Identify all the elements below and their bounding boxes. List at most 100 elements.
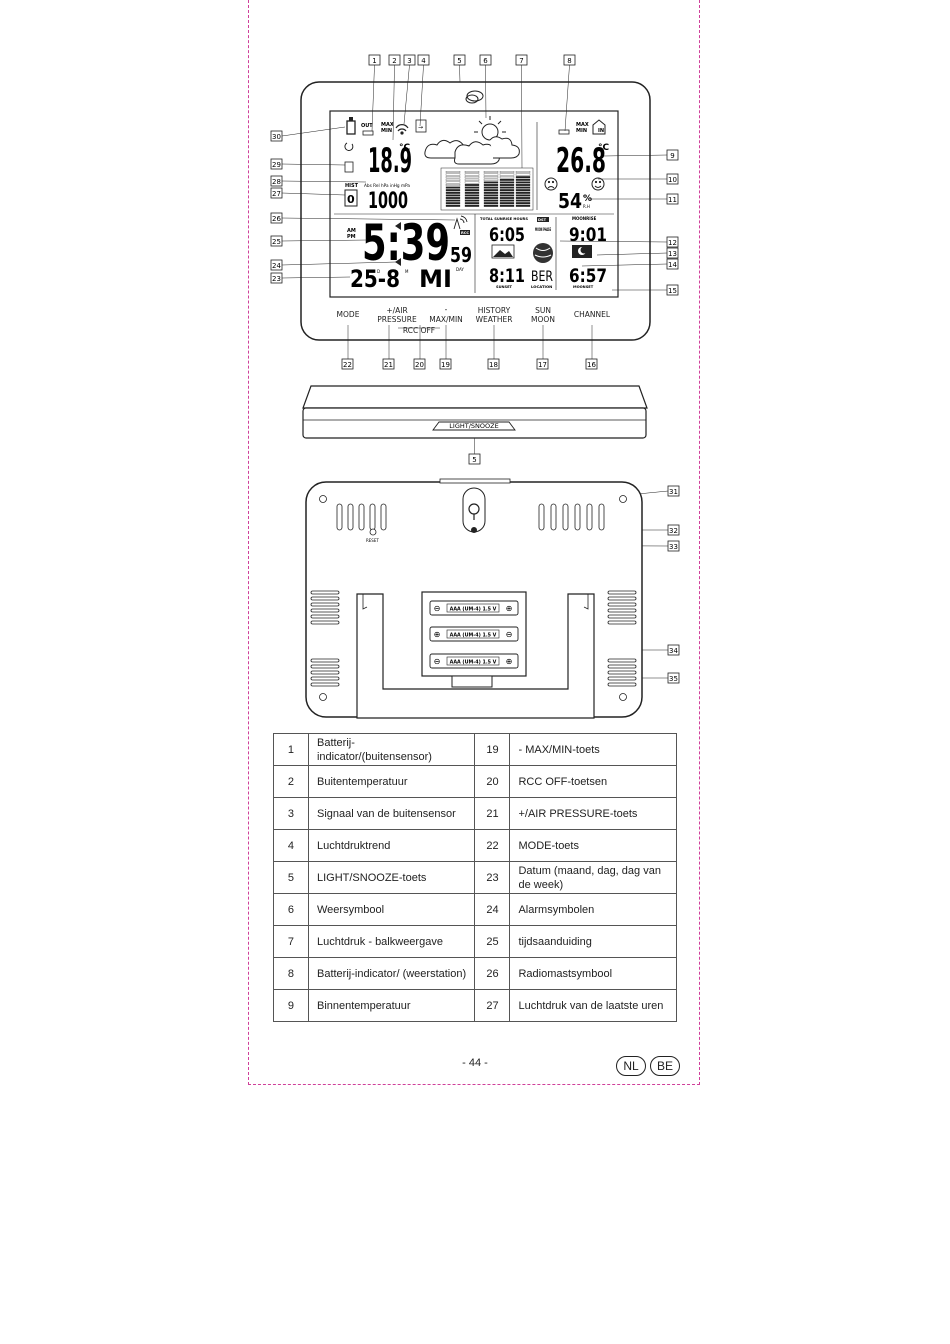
page-number: - 44 -	[462, 1057, 488, 1069]
part-description: Weersymbool	[307, 893, 476, 926]
date-month-label: M	[405, 269, 409, 274]
indoor-house-icon	[592, 119, 606, 135]
sunset-icon	[491, 244, 515, 259]
polarity-plus-icon: ⊕	[506, 657, 513, 666]
battery: AAA (UM-4) 1.5 V ⊕ ⊖	[429, 626, 519, 642]
part-number: 2	[273, 765, 309, 798]
sunset-label: SUNSET	[496, 285, 513, 289]
polarity-plus-icon: ⊕	[506, 604, 513, 613]
outdoor-temp-unit: °C	[399, 143, 411, 153]
moonrise-time: 9:01	[569, 224, 607, 246]
weather-symbol	[424, 116, 520, 165]
pressure-bar-graph	[440, 167, 534, 211]
sunrise-time: 6:05	[489, 224, 525, 246]
channel-label: CHANNEL	[574, 310, 611, 319]
page-border	[248, 0, 700, 1085]
part-number: 21	[474, 797, 511, 830]
callout-number: 5	[457, 57, 461, 65]
hist-value: 0	[347, 193, 355, 206]
callout-number: 7	[519, 57, 523, 65]
sun-header: TOTAL SUNRISE HOURS	[480, 217, 528, 221]
part-number: 7	[273, 925, 309, 958]
polarity-minus-icon: ⊖	[506, 630, 513, 639]
pressure-units-label: Abs Rel hPa inHg mPa	[364, 183, 411, 188]
polarity-plus-icon: ⊕	[434, 630, 441, 639]
outdoor-battery-indicator	[362, 130, 374, 136]
part-description: Luchtdruk van de laatste uren	[509, 989, 677, 1022]
callout-number: 1	[372, 57, 376, 65]
callout-number: 12	[668, 239, 677, 247]
callout-box: 23	[270, 272, 283, 284]
rcc-label: RCC	[461, 231, 469, 235]
callout-box: 33	[667, 540, 680, 552]
callout-box: 17	[536, 358, 549, 370]
callout-number: 28	[272, 178, 281, 186]
battery-label: AAA (UM-4) 1.5 V	[450, 633, 497, 639]
part-description: tijdsaanduiding	[509, 925, 677, 958]
callout-number: 4	[421, 57, 426, 65]
language-badge-be: BE	[650, 1056, 680, 1076]
hist-box	[344, 189, 358, 207]
time-display: 5:39	[362, 214, 450, 272]
brand-logo	[465, 90, 484, 104]
outdoor-sensor-icon	[344, 161, 354, 173]
channel-screw	[471, 527, 477, 533]
light-snooze-label: LIGHT/SNOOZE	[449, 422, 498, 430]
day-label: DAY	[456, 267, 464, 272]
history-label-2: WEATHER	[476, 315, 513, 324]
callout-box: 5	[468, 453, 481, 465]
part-number: 6	[273, 893, 309, 926]
outdoor-temperature: 18.9	[368, 141, 412, 181]
callout-box: 26	[270, 212, 283, 224]
max-min-label: MAX/MIN	[429, 315, 463, 324]
sad-face-icon	[544, 177, 558, 191]
callout-box: 7	[515, 54, 528, 66]
out-max-label: MAX	[381, 122, 394, 128]
location-label: LOCATION	[531, 284, 552, 289]
language-badge-nl: NL	[616, 1056, 646, 1076]
callout-box: 20	[413, 358, 426, 370]
callout-box: 35	[667, 672, 680, 684]
plus-air-label-1: +/AIR	[386, 306, 407, 315]
callout-box: 19	[439, 358, 452, 370]
moon-phase-label: MOON PHASE	[535, 227, 551, 232]
pm-label: PM	[347, 234, 356, 240]
svg-text:→: →	[418, 124, 423, 131]
part-description: Binnentemperatuur	[307, 989, 476, 1022]
date-display: 25-8	[350, 265, 400, 293]
callout-number: 32	[669, 527, 678, 535]
part-number: 1	[273, 733, 309, 766]
out-min-label: MIN	[381, 128, 392, 134]
sun-label-1: SUN	[535, 306, 551, 315]
plus-air-label-2: PRESSURE	[377, 315, 417, 324]
callout-number: 18	[489, 361, 498, 369]
part-description: Datum (maand, dag, dag van de week)	[509, 861, 677, 894]
part-description: - MAX/MIN-toets	[509, 733, 677, 766]
callout-number: 5	[472, 456, 476, 464]
signal-icon	[395, 124, 409, 135]
callout-number: 33	[669, 543, 678, 551]
back-vents	[310, 503, 637, 687]
callout-number: 21	[384, 361, 393, 369]
seconds-display: 59	[450, 243, 472, 267]
callout-box: 34	[667, 644, 680, 656]
callout-number: 9	[670, 152, 674, 160]
callout-box: 9	[666, 149, 679, 161]
callout-box: 21	[382, 358, 395, 370]
callout-number: 8	[567, 57, 571, 65]
callout-number: 26	[272, 215, 281, 223]
pressure-trend-icon	[415, 119, 427, 133]
radio-tower-icon	[453, 215, 468, 230]
callout-number: 29	[272, 161, 281, 169]
part-description: Buitentemperatuur	[307, 765, 476, 798]
light-snooze-button[interactable]	[432, 421, 516, 431]
rcc-off-label: RCC OFF	[403, 326, 435, 335]
in-max-label: MAX	[576, 122, 589, 128]
part-number: 5	[273, 861, 309, 894]
moonset-icon	[572, 245, 592, 258]
reset-button[interactable]	[369, 528, 377, 536]
callout-box: 15	[666, 284, 679, 296]
